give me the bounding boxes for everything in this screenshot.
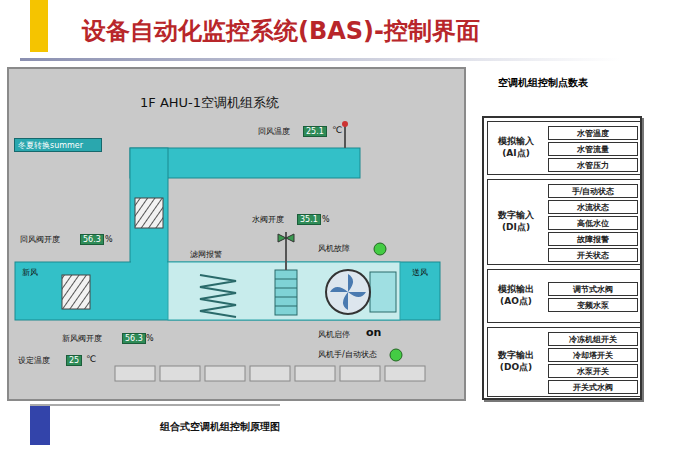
- caption: 组合式空调机组控制原理图: [160, 421, 280, 433]
- group-heading: 模拟输出 (AO点): [490, 284, 542, 307]
- point-label: 风机启停: [318, 330, 350, 339]
- point-cell: 调节式水阀: [548, 282, 638, 296]
- point-label: %: [322, 215, 330, 224]
- point-group: 数字输入 (DI点) 手/自动状态水流状态高低水位故障报警开关状态: [487, 179, 641, 265]
- status-lamp: [374, 243, 386, 255]
- point-cell: 故障报警: [548, 232, 638, 246]
- point-group: 模拟输出 (AO点) 调节式水阀变频水泵: [487, 269, 641, 323]
- value-readout: 25.1: [303, 126, 327, 137]
- point-label: on: [366, 327, 381, 340]
- filter-symbol: [200, 275, 236, 317]
- point-cell: 水泵开关: [548, 364, 638, 378]
- coil-symbol: [275, 232, 297, 315]
- point-cell: 开关式水阀: [548, 380, 638, 394]
- accent-bar: [30, 0, 48, 52]
- point-label: 回风阀开度: [20, 235, 60, 244]
- point-cell: 高低水位: [548, 216, 638, 230]
- cell-text: 开关状态: [549, 249, 637, 261]
- point-cell: 变频水泵: [548, 298, 638, 312]
- value-readout: 56.3: [80, 234, 104, 245]
- value-readout: 56.3: [122, 333, 146, 344]
- point-cell: 水管流量: [548, 142, 638, 156]
- cell-text: 冷却塔开关: [549, 349, 637, 361]
- group-heading: 数字输入 (DI点): [490, 210, 542, 233]
- cell-text: 调节式水阀: [549, 283, 637, 295]
- point-cell: 水管压力: [548, 158, 638, 172]
- cell-text: 冷冻机组开关: [549, 333, 637, 345]
- cell-text: 故障报警: [549, 233, 637, 245]
- cell-text: 高低水位: [549, 217, 637, 229]
- supply-duct: [15, 255, 440, 320]
- return-damper: [135, 198, 163, 228]
- screen-panel: [8, 68, 465, 400]
- return-duct: [130, 121, 360, 264]
- point-label: 设定温度: [18, 356, 50, 365]
- cell-text: 手/自动状态: [549, 185, 637, 197]
- point-group: 模拟输入 (AI点) 水管温度水管流量水管压力: [487, 121, 641, 175]
- point-group: 数字输出 (DO点) 冷冻机组开关冷却塔开关水泵开关开关式水阀: [487, 327, 641, 397]
- point-label: %: [105, 235, 113, 244]
- point-cell: 水流状态: [548, 200, 638, 214]
- cell-text: 水泵开关: [549, 365, 637, 377]
- fan-symbol: [326, 270, 396, 314]
- nav-buttons: [115, 366, 425, 381]
- point-label: ℃: [332, 125, 342, 135]
- value-readout: 25: [66, 355, 82, 366]
- point-label: 滤网报警: [190, 250, 222, 259]
- point-cell: 冷冻机组开关: [548, 332, 638, 346]
- point-label: 水阀开度: [252, 215, 284, 224]
- fresh-air-damper: [62, 275, 90, 309]
- switch-label: 冬夏转换summer: [15, 139, 101, 152]
- screen-panel: 1F AHU-1空调机组系统冬夏转换summer: [8, 68, 465, 400]
- mode-switch: 冬夏转换summer: [14, 138, 102, 152]
- table-title: 空调机组控制点数表: [498, 76, 588, 90]
- point-label: 新风: [22, 268, 38, 277]
- cell-text: 水管流量: [549, 143, 637, 155]
- title-rule: [20, 58, 620, 61]
- cell-text: 水管压力: [549, 159, 637, 171]
- point-label: %: [146, 334, 154, 343]
- footer-rule: [30, 404, 280, 406]
- value-readout: 35.1: [297, 214, 321, 225]
- panel-title: 1F AHU-1空调机组系统: [140, 94, 279, 112]
- point-table: 空调机组控制点数表模拟输入 (AI点)水管温度水管流量水管压力数字输入 (DI点…: [482, 116, 642, 400]
- page-title: 设备自动化监控系统(BAS)-控制界面: [82, 18, 480, 46]
- point-label: ℃: [86, 354, 96, 364]
- point-cell: 开关状态: [548, 248, 638, 262]
- point-cell: 手/自动状态: [548, 184, 638, 198]
- status-lamp: [390, 349, 402, 361]
- point-label: 回风温度: [258, 127, 290, 136]
- group-heading: 模拟输入 (AI点): [490, 136, 542, 159]
- group-heading: 数字输出 (DO点): [490, 350, 542, 373]
- cell-text: 水管温度: [549, 127, 637, 139]
- point-label: 新风阀开度: [62, 334, 102, 343]
- accent-square: [30, 405, 50, 445]
- cell-text: 开关式水阀: [549, 381, 637, 393]
- point-label: 风机手/自动状态: [318, 350, 377, 359]
- point-label: 送风: [412, 268, 428, 277]
- point-cell: 水管温度: [548, 126, 638, 140]
- point-label: 风机故障: [318, 244, 350, 253]
- cell-text: 水流状态: [549, 201, 637, 213]
- point-cell: 冷却塔开关: [548, 348, 638, 362]
- cell-text: 变频水泵: [549, 299, 637, 311]
